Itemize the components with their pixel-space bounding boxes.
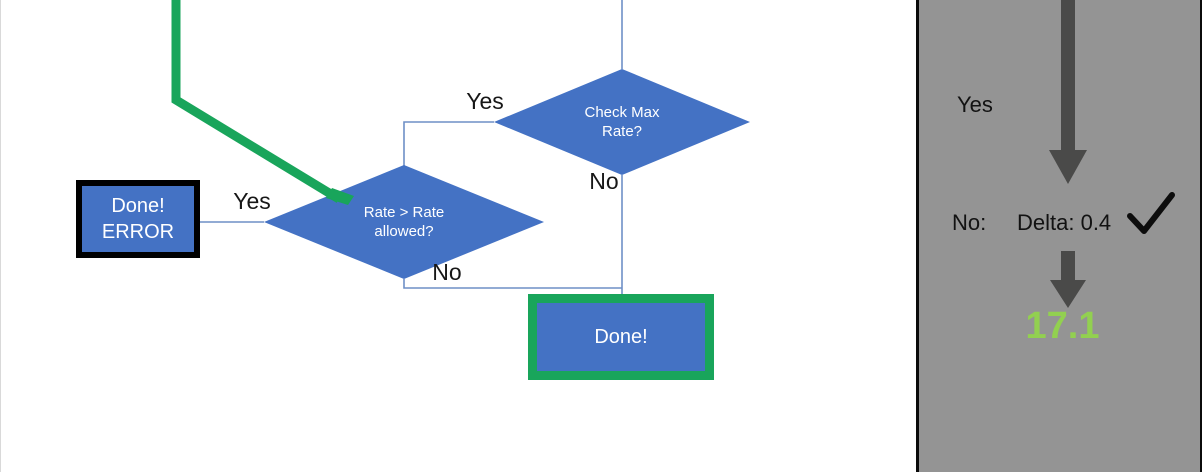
flowchart-graphics: Yes --> down into Rate>Rate allowed? top… — [171, 0, 750, 295]
terminal-done[interactable]: Done! — [528, 294, 714, 380]
edge-label-yes-rate-allowed: Yes — [233, 188, 271, 214]
terminal-done-error-line-1: Done! — [111, 195, 165, 217]
green-arrowhead — [326, 188, 354, 205]
panel-result-value: 17.1 — [1025, 305, 1100, 347]
panel-no-label: No: — [952, 210, 987, 235]
checkmark-icon — [1127, 192, 1175, 234]
edge-label-no-check-max-rate: No — [589, 168, 619, 194]
evaluation-side-panel: Yes No: Delta: 0.4 17.1 — [916, 0, 1202, 472]
edge-label-no-rate-allowed: No — [432, 259, 462, 285]
terminal-done-error[interactable]: Done! ERROR — [76, 180, 200, 258]
panel-arrow-bottom — [1050, 251, 1086, 308]
panel-arrow-top — [1049, 0, 1087, 184]
terminal-done-label: Done! — [594, 326, 648, 348]
connector-lines: Yes --> down into Rate>Rate allowed? top… — [200, 0, 623, 295]
connector-yes-check-max-rate — [403, 121, 494, 166]
flowchart-canvas: Yes --> down into Rate>Rate allowed? top… — [1, 0, 916, 472]
panel-delta-value: Delta: 0.4 — [1017, 210, 1112, 235]
terminal-done-error-line-2: ERROR — [101, 221, 175, 243]
decision-check-max-rate[interactable] — [494, 69, 750, 175]
green-active-path — [171, 0, 354, 205]
panel-arrow-graphics — [1049, 0, 1087, 308]
panel-yes-label: Yes — [957, 92, 993, 117]
connector-no-rate-allowed — [403, 279, 622, 289]
edge-label-yes-check-max-rate: Yes — [466, 88, 504, 114]
